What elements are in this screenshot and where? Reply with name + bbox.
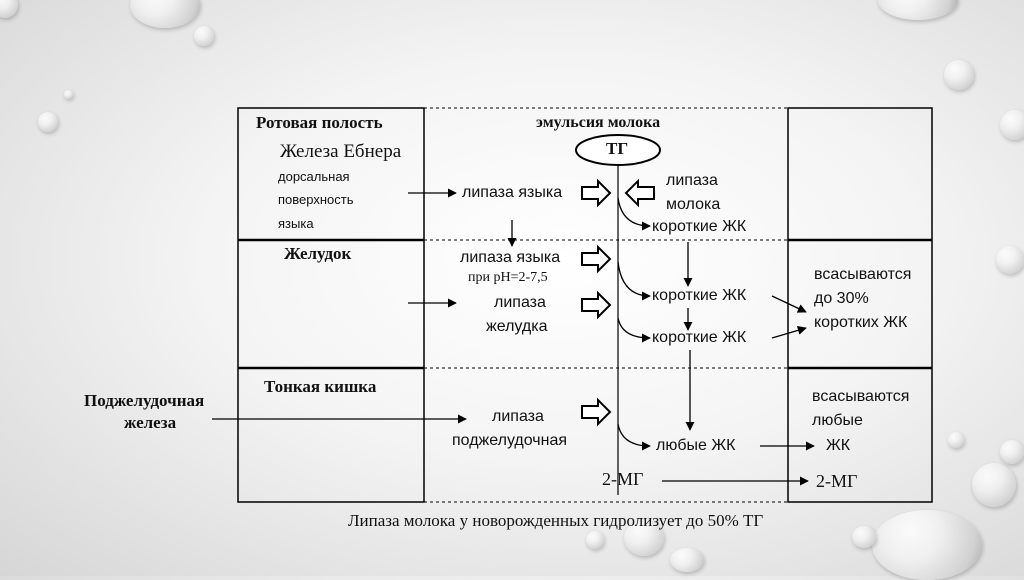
absorbed-30-line1: всасываются bbox=[814, 266, 912, 283]
small-intestine-label: Тонкая кишка bbox=[264, 377, 377, 396]
pancreatic-lipase-line2: поджелудочная bbox=[452, 432, 568, 449]
water-drop-decoration bbox=[972, 463, 1016, 507]
lingual-lipase-stomach: липаза языка bbox=[460, 249, 561, 266]
pancreas-line1: Поджелудочная bbox=[84, 391, 205, 410]
ph-note: при pH=2-7,5 bbox=[468, 270, 548, 285]
water-drop-decoration bbox=[944, 60, 974, 90]
diagram-caption: Липаза молока у новорожденных гидролизуе… bbox=[348, 511, 764, 530]
water-drop-decoration bbox=[872, 510, 982, 580]
water-drop-decoration bbox=[64, 90, 73, 99]
short-fatty-acids-1: короткие ЖК bbox=[652, 218, 747, 235]
enzyme-block-arrows bbox=[581, 178, 655, 427]
monoglyceride-left: 2-МГ bbox=[602, 469, 644, 489]
milk-lipase-line2: молока bbox=[666, 196, 721, 213]
short-fatty-acids-3: короткие ЖК bbox=[652, 329, 747, 346]
dorsal-surface-line2: поверхность bbox=[278, 192, 354, 207]
water-drop-decoration bbox=[624, 520, 664, 556]
organ-column-left bbox=[237, 107, 425, 503]
gastric-lipase-line1: липаза bbox=[494, 294, 546, 311]
absorbed-any-line2: любые bbox=[812, 412, 863, 429]
any-fatty-acids: любые ЖК bbox=[656, 437, 736, 454]
water-drop-decoration bbox=[194, 26, 214, 46]
milk-lipase-line1: липаза bbox=[666, 172, 718, 189]
lingual-lipase-label: липаза языка bbox=[462, 184, 563, 201]
milk-emulsion-label: эмульсия молока bbox=[536, 114, 661, 131]
dorsal-surface-line3: языка bbox=[278, 216, 314, 231]
water-drop-decoration bbox=[586, 531, 604, 549]
oral-cavity-label: Ротовая полость bbox=[256, 113, 383, 132]
absorbed-30-line3: коротких ЖК bbox=[814, 314, 908, 331]
monoglyceride-right: 2-МГ bbox=[816, 471, 858, 491]
water-drop-decoration bbox=[852, 526, 876, 548]
water-drop-decoration bbox=[1000, 110, 1024, 140]
absorption-column-right bbox=[787, 107, 933, 503]
water-drop-decoration bbox=[0, 0, 18, 18]
pancreas-line2: железа bbox=[124, 413, 177, 432]
water-drop-decoration bbox=[996, 246, 1024, 274]
flow-arrows bbox=[212, 188, 815, 486]
ebner-gland-label: Железа Ебнера bbox=[280, 141, 402, 162]
water-drop-decoration bbox=[1000, 440, 1024, 464]
water-drop-decoration bbox=[38, 112, 58, 132]
pancreatic-lipase-line1: липаза bbox=[492, 408, 544, 425]
water-drop-decoration bbox=[948, 432, 964, 448]
dashed-boundaries bbox=[424, 107, 788, 503]
absorbed-30-line2: до 30% bbox=[814, 290, 869, 307]
water-drop-decoration bbox=[878, 0, 958, 20]
tg-label: ТГ bbox=[606, 139, 629, 158]
short-fatty-acids-2: короткие ЖК bbox=[652, 287, 747, 304]
gastric-lipase-line2: желудка bbox=[486, 318, 548, 335]
absorbed-any-line1: всасываются bbox=[812, 388, 910, 405]
dorsal-surface-line1: дорсальная bbox=[278, 169, 350, 184]
stomach-label: Желудок bbox=[284, 244, 352, 263]
absorbed-any-line3: ЖК bbox=[826, 437, 851, 454]
water-drop-decoration bbox=[670, 548, 704, 572]
